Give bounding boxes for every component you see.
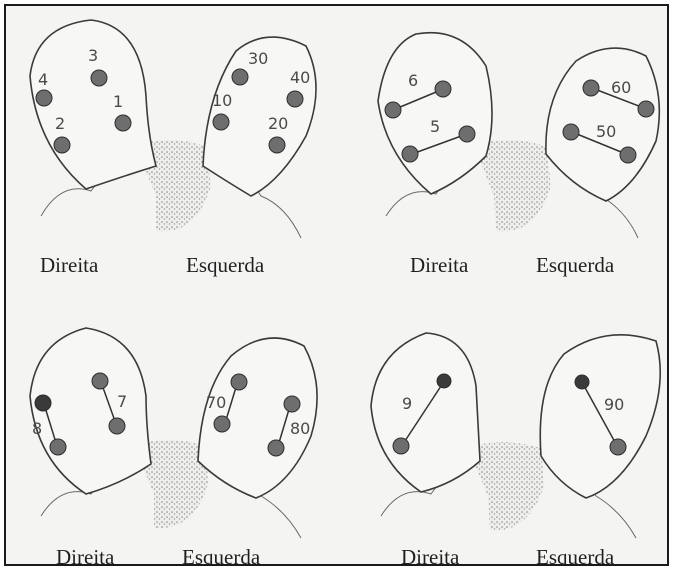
electrode-point-70b	[214, 416, 230, 432]
electrode-point-4	[36, 90, 52, 106]
electrode-point-9b	[393, 438, 409, 454]
point-label: 20	[268, 114, 288, 133]
point-label: 60	[611, 78, 631, 97]
electrode-point-60a	[583, 80, 599, 96]
panel-4: 9 90 Direita Esquerda	[371, 333, 660, 566]
electrode-point-40	[287, 91, 303, 107]
electrode-point-2	[54, 137, 70, 153]
electrode-point-50b	[620, 147, 636, 163]
point-label: 10	[212, 91, 232, 110]
left-side-label: Esquerda	[182, 545, 261, 566]
panel-1: 4 3 1 2 30 40 10 20 Direita Esquerda	[30, 20, 316, 277]
electrode-point-50a	[563, 124, 579, 140]
electrode-point-80a	[284, 396, 300, 412]
left-side-label: Esquerda	[536, 545, 615, 566]
left-side-label: Esquerda	[536, 253, 615, 277]
point-label: 30	[248, 49, 268, 68]
left-side-label: Esquerda	[186, 253, 265, 277]
point-label: 50	[596, 122, 616, 141]
point-label: 80	[290, 419, 310, 438]
electrode-point-80b	[268, 440, 284, 456]
electrode-point-8b	[50, 439, 66, 455]
point-label: 7	[117, 392, 127, 411]
electrode-point-90b	[610, 439, 626, 455]
panel-2: 6 5 60 50 Direita Esquerda	[378, 33, 659, 277]
electrode-point-90a	[575, 375, 589, 389]
point-label: 2	[55, 114, 65, 133]
electrode-point-70a	[231, 374, 247, 390]
electrode-point-9a	[437, 374, 451, 388]
diagram-canvas: 4 3 1 2 30 40 10 20 Direita Esquerda 6 5…	[6, 6, 669, 566]
figure-frame: 4 3 1 2 30 40 10 20 Direita Esquerda 6 5…	[4, 4, 669, 566]
electrode-point-30	[232, 69, 248, 85]
electrode-point-8a	[35, 395, 51, 411]
point-label: 4	[38, 70, 48, 89]
electrode-point-3	[91, 70, 107, 86]
electrode-point-7b	[109, 418, 125, 434]
right-side-label: Direita	[410, 253, 469, 277]
right-side-label: Direita	[401, 545, 460, 566]
right-ear-outline	[30, 328, 151, 494]
point-label: 3	[88, 46, 98, 65]
electrode-point-20	[269, 137, 285, 153]
electrode-point-60b	[638, 101, 654, 117]
point-label: 6	[408, 71, 418, 90]
panel-3: 8 7 70 80 Direita Esquerda	[30, 328, 317, 566]
point-label: 70	[206, 393, 226, 412]
electrode-point-1	[115, 115, 131, 131]
point-label: 40	[290, 68, 310, 87]
point-label: 90	[604, 395, 624, 414]
electrode-point-5a	[402, 146, 418, 162]
electrode-point-10	[213, 114, 229, 130]
point-label: 5	[430, 117, 440, 136]
electrode-point-7a	[92, 373, 108, 389]
electrode-point-6b	[435, 81, 451, 97]
point-label: 8	[32, 419, 42, 438]
electrode-point-6a	[385, 102, 401, 118]
right-ear-outline	[371, 333, 480, 492]
point-label: 1	[113, 92, 123, 111]
electrode-point-5b	[459, 126, 475, 142]
right-side-label: Direita	[56, 545, 115, 566]
right-side-label: Direita	[40, 253, 99, 277]
left-ear-outline	[198, 338, 317, 498]
point-label: 9	[402, 394, 412, 413]
